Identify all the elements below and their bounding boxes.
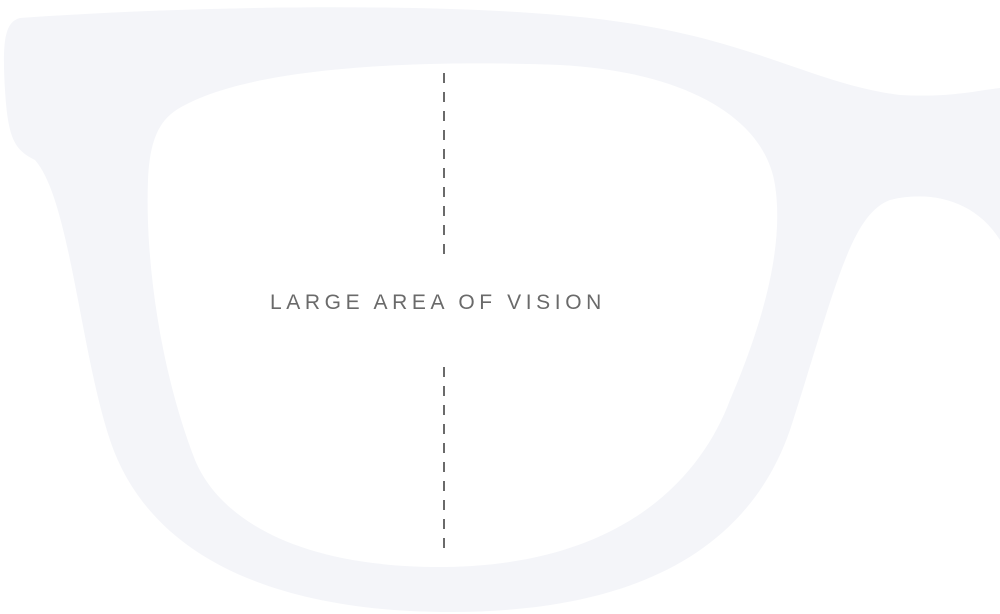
lens-area bbox=[147, 63, 778, 568]
vision-label: LARGE AREA OF VISION bbox=[270, 291, 606, 314]
